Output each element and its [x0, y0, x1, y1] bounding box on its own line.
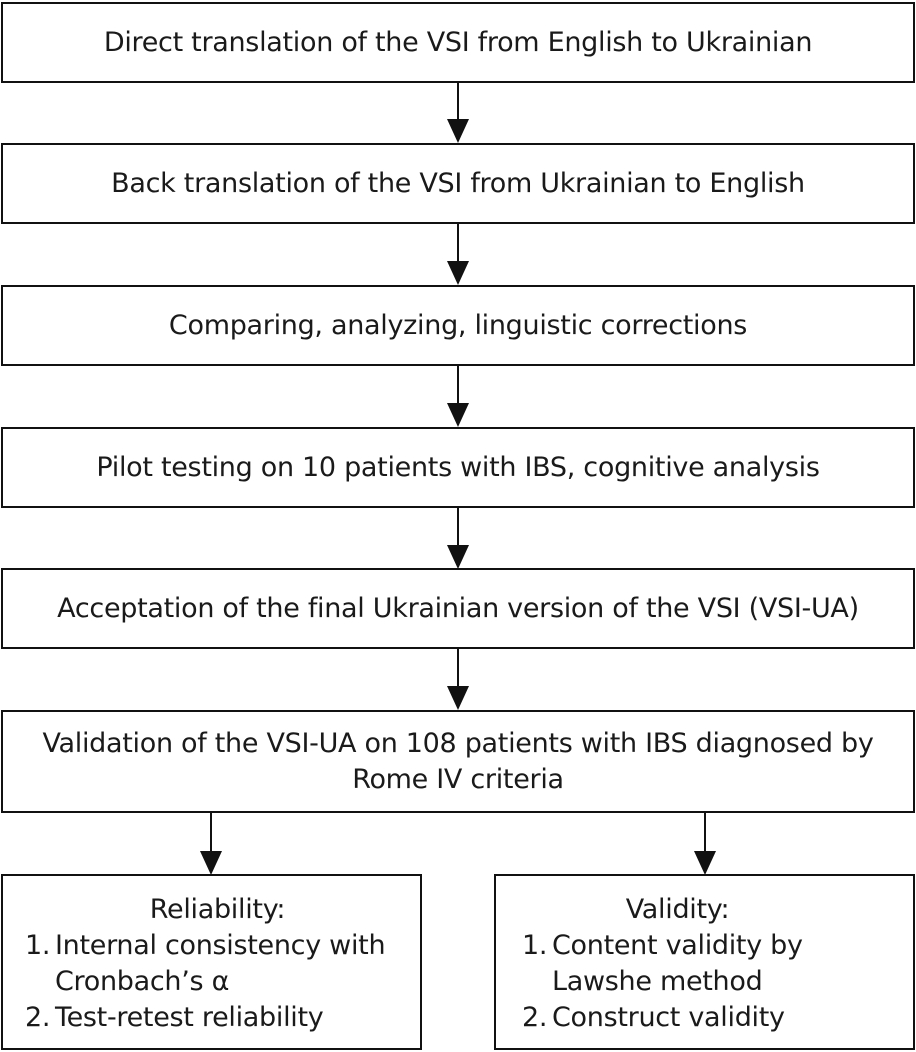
- reliability-box: Reliability: 1. Internal consistency wit…: [1, 874, 422, 1050]
- item-number: 1.: [522, 930, 548, 961]
- item-number: 1.: [25, 930, 51, 961]
- validity-title: Validity:: [625, 894, 730, 925]
- item-number: 2.: [25, 1002, 51, 1033]
- step-text: Pilot testing on 10 patients with IBS, c…: [96, 451, 820, 483]
- step-back-translation: Back translation of the VSI from Ukraini…: [1, 143, 915, 224]
- reliability-title: Reliability:: [149, 894, 286, 925]
- step-acceptation: Acceptation of the final Ukrainian versi…: [1, 568, 915, 649]
- arrow-down: [447, 508, 469, 569]
- validity-box: Validity: 1. Content validity by Lawshe …: [494, 874, 915, 1050]
- arrow-down: [447, 649, 469, 710]
- step-text: Acceptation of the final Ukrainian versi…: [57, 592, 859, 624]
- item-text: Internal consistency with Cronbach’s α: [55, 930, 386, 997]
- reliability-item: 1. Internal consistency with Cronbach’s …: [25, 928, 410, 1000]
- step-pilot-testing: Pilot testing on 10 patients with IBS, c…: [1, 427, 915, 508]
- step-text: Direct translation of the VSI from Engli…: [103, 26, 813, 58]
- item-text: Content validity by Lawshe method: [552, 930, 803, 997]
- arrow-down-validity: [694, 813, 716, 875]
- validity-item: 1. Content validity by Lawshe method: [522, 928, 833, 1000]
- step-text: Validation of the VSI-UA on 108 patients…: [42, 727, 874, 795]
- validity-item: 2. Construct validity: [522, 1000, 833, 1036]
- arrow-down: [447, 83, 469, 143]
- arrow-down-reliability: [200, 813, 222, 875]
- step-direct-translation: Direct translation of the VSI from Engli…: [1, 2, 915, 83]
- step-text: Comparing, analyzing, linguistic correct…: [168, 309, 748, 341]
- item-text: Construct validity: [552, 1002, 785, 1033]
- reliability-item: 2. Test-retest reliability: [25, 1000, 410, 1036]
- arrow-down: [447, 224, 469, 285]
- step-comparing: Comparing, analyzing, linguistic correct…: [1, 285, 915, 366]
- step-text: Back translation of the VSI from Ukraini…: [111, 167, 805, 199]
- arrow-down: [447, 366, 469, 427]
- item-number: 2.: [522, 1002, 548, 1033]
- step-validation: Validation of the VSI-UA on 108 patients…: [1, 710, 915, 813]
- item-text: Test-retest reliability: [55, 1002, 324, 1033]
